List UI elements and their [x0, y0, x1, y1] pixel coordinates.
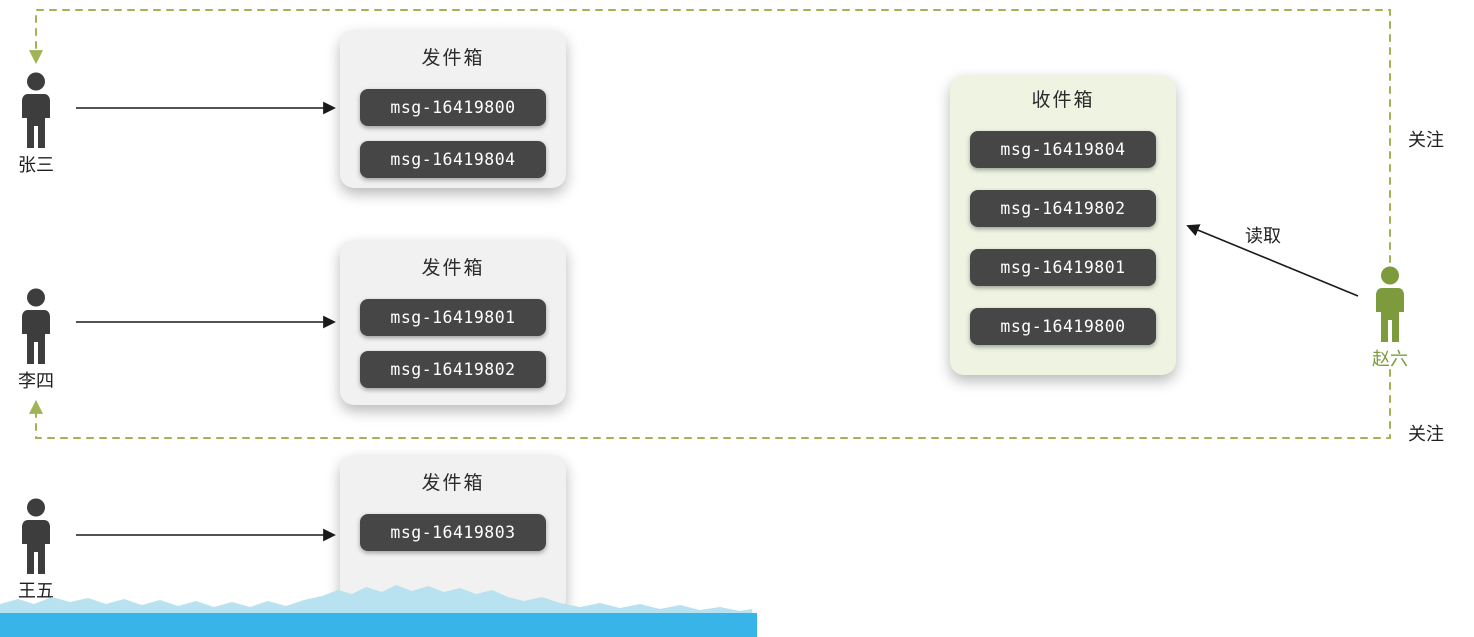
person-icon: [22, 288, 50, 364]
outbox-lisi: 发件箱 msg-16419801 msg-16419802: [340, 240, 566, 405]
user-label: 李四: [18, 371, 54, 392]
inbox: 收件箱 msg-16419804 msg-16419802 msg-164198…: [950, 75, 1176, 375]
read-label: 读取: [1245, 226, 1281, 247]
message-chip: msg-16419800: [970, 308, 1156, 345]
message-chip: msg-16419803: [360, 514, 546, 551]
user-wangwu: 王五: [14, 498, 58, 603]
message-chip: msg-16419800: [360, 89, 546, 126]
user-label: 王五: [18, 581, 54, 602]
person-icon: [22, 498, 50, 574]
follow-line-zhaoliu-lisi: [29, 369, 1391, 439]
message-chip: msg-16419804: [360, 141, 546, 178]
outbox-title: 发件箱: [421, 47, 485, 69]
person-icon: [1376, 266, 1404, 342]
message-chip: msg-16419804: [970, 131, 1156, 168]
follow-label-bottom: 关注: [1408, 424, 1444, 445]
user-zhangsan: 张三: [14, 72, 58, 177]
message-chip: msg-16419802: [970, 190, 1156, 227]
message-chip: msg-16419801: [970, 249, 1156, 286]
message-chip: msg-16419802: [360, 351, 546, 388]
user-lisi: 李四: [14, 288, 58, 393]
inbox-title: 收件箱: [1031, 89, 1095, 111]
follow-label-top: 关注: [1408, 130, 1444, 151]
user-label: 赵六: [1372, 349, 1408, 370]
outbox-wangwu: 发件箱 msg-16419803: [340, 455, 566, 613]
message-chip: msg-16419801: [360, 299, 546, 336]
user-label: 张三: [18, 155, 54, 176]
user-zhaoliu: 赵六: [1368, 266, 1412, 371]
outbox-title: 发件箱: [421, 257, 485, 279]
follow-line-zhaoliu-zhangsan: [29, 9, 1391, 263]
person-icon: [22, 72, 50, 148]
bottom-bar-decoration: [0, 613, 757, 637]
outbox-title: 发件箱: [421, 472, 485, 494]
outbox-zhangsan: 发件箱 msg-16419800 msg-16419804: [340, 30, 566, 188]
